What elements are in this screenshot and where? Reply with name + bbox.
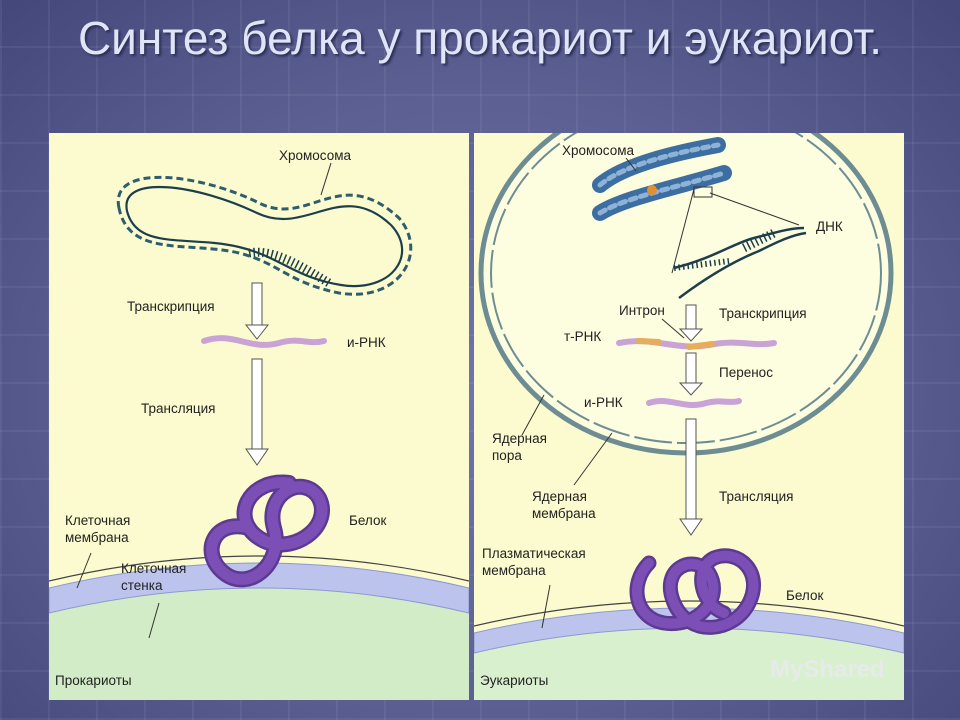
watermark-logo: MyShared xyxy=(770,656,885,683)
nuclear-pore-label: Ядерная пора xyxy=(492,431,551,463)
mrna-label: и-РНК xyxy=(347,335,386,350)
cell-membrane-line xyxy=(49,555,469,582)
prokaryote-label: Прокариоты xyxy=(55,673,132,688)
cell-wall-label-line2: стенка xyxy=(121,578,163,593)
euk-translation-label: Трансляция xyxy=(719,489,793,504)
prokaryote-diagram: Хромосома Транскрипция и-РНК Трансляция … xyxy=(49,148,469,700)
plasma-membrane-label-line1: Плазматическая xyxy=(482,546,586,561)
euk-mrna-strand xyxy=(646,397,742,409)
translation-arrow xyxy=(245,358,269,466)
transfer-label: Перенос xyxy=(719,365,773,380)
nuclear-membrane-label-line2: мембрана xyxy=(532,506,596,521)
plasma-membrane-label: Плазматическая мембрана xyxy=(482,546,589,578)
cell-membrane-band xyxy=(49,562,469,614)
cell-wall-label-line1: Клеточная xyxy=(121,561,186,576)
pore-leader xyxy=(521,394,545,436)
euk-mrna-label: и-РНК xyxy=(584,395,623,410)
nuclear-pore-label-line2: пора xyxy=(492,448,522,463)
cell-wall-label: Клеточная стенка xyxy=(121,561,190,593)
intron-segments xyxy=(636,338,715,350)
transfer-arrow xyxy=(678,352,704,396)
eukaryote-label: Эукариоты xyxy=(480,673,548,688)
cell-membrane-label-line2: мембрана xyxy=(65,530,129,545)
protein-label: Белок xyxy=(349,513,386,528)
zoom-line-left xyxy=(671,188,695,274)
cell-membrane-label: Клеточная мембрана xyxy=(65,513,134,545)
zoom-line-right xyxy=(709,192,800,226)
euk-protein-label: Белок xyxy=(786,588,823,603)
plasma-membrane-band xyxy=(474,607,904,654)
euk-dna xyxy=(673,226,807,300)
wall-leader-line xyxy=(148,602,160,639)
transcription-arrow xyxy=(244,282,270,340)
cell-membrane-label-line1: Клеточная xyxy=(65,513,130,528)
dna-label: ДНК xyxy=(816,219,843,234)
euk-chromosome-leader xyxy=(625,157,637,172)
eukaryote-diagram: Хромосома ДНК Интрон Транскрипция т-РНК xyxy=(474,133,904,700)
prokaryote-chromosome xyxy=(116,175,413,296)
nuclear-pore-label-line1: Ядерная xyxy=(492,431,547,446)
euk-chromosome-label: Хромосома xyxy=(562,143,635,158)
eukaryote-chromosome xyxy=(592,137,732,221)
plasma-membrane-line xyxy=(474,600,904,627)
nuc-membrane-leader xyxy=(573,432,613,486)
cytoplasm-outer xyxy=(49,563,469,700)
euk-translation-arrow xyxy=(679,418,703,536)
membrane-leader-line xyxy=(76,552,92,589)
intron-leader xyxy=(661,318,685,339)
zoom-box xyxy=(693,186,713,198)
plasma-leader xyxy=(541,584,551,629)
prokaryote-panel: Хромосома Транскрипция и-РНК Трансляция … xyxy=(49,133,469,700)
protein-highlight xyxy=(206,477,328,585)
nuclear-membrane-label: Ядерная мембрана xyxy=(532,489,596,521)
plasma-membrane-label-line2: мембрана xyxy=(482,563,546,578)
euk-protein-highlight xyxy=(632,550,759,633)
intron-label: Интрон xyxy=(619,303,665,318)
translation-label: Трансляция xyxy=(141,401,215,416)
euk-transcription-arrow xyxy=(678,304,704,342)
nuclear-membrane-label-line1: Ядерная xyxy=(532,489,587,504)
mrna-strand xyxy=(201,335,327,348)
slide-title: Синтез белка у прокариот и эукариот. xyxy=(77,12,883,64)
transcription-label: Транскрипция xyxy=(127,299,215,314)
chromosome-leader-line xyxy=(320,162,332,196)
eukaryote-panel: Хромосома ДНК Интрон Транскрипция т-РНК xyxy=(474,133,904,700)
chromosome-label: Хромосома xyxy=(279,148,352,163)
euk-transcription-label: Транскрипция xyxy=(719,306,807,321)
trna-label: т-РНК xyxy=(564,329,601,344)
